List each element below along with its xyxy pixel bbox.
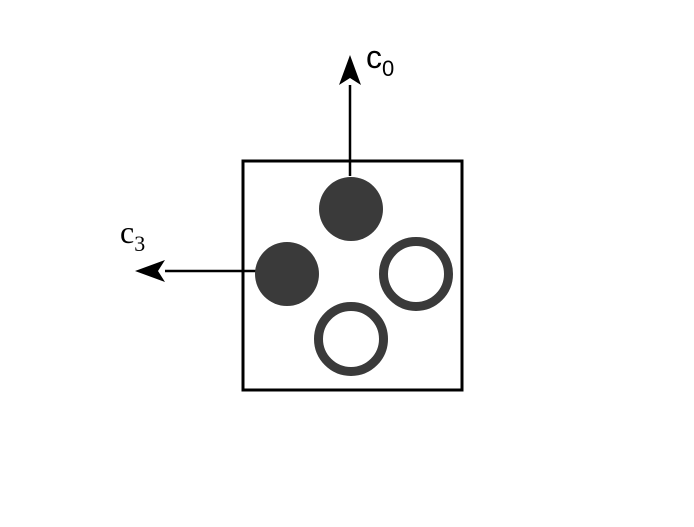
filled-circle-top: [319, 177, 383, 241]
label-c0-main: c: [366, 39, 382, 75]
hollow-circle-right: [379, 237, 453, 311]
filled-circle-left: [255, 242, 319, 306]
label-c3-main: c: [120, 214, 134, 250]
label-c3: c3: [120, 214, 145, 256]
label-c3-subscript: 3: [134, 231, 145, 256]
label-c0: c0: [366, 39, 394, 81]
square-frame: [241, 159, 464, 392]
label-c0-subscript: 0: [382, 56, 394, 81]
hollow-circle-bottom: [314, 302, 388, 376]
